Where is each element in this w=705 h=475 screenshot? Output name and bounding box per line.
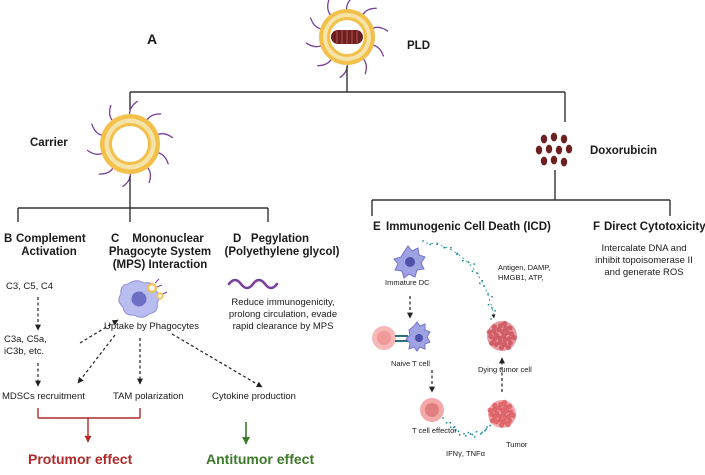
cytotox-title: Direct Cytotoxicity <box>604 221 705 233</box>
icd-letter: E <box>373 221 381 233</box>
t-cell-effector-label: T cell effector <box>412 426 457 435</box>
peg-chain-icon <box>227 278 279 290</box>
mdsc-recruitment-label: MDSCs recruitment <box>2 391 85 402</box>
phagocyte-cell-icon <box>118 278 168 318</box>
antigen-signal-dots <box>422 240 496 320</box>
uptake-label: Uptake by Phagocytes <box>104 321 200 332</box>
complement-factors: C3, C5, C4 <box>6 281 53 292</box>
top-bracket <box>129 66 566 122</box>
t-cell-effector-icon <box>420 398 444 422</box>
doxorubicin-bracket <box>371 170 671 216</box>
complement-letter: B <box>4 233 13 245</box>
complement-fragments-line-2: iC3b, etc. <box>4 346 45 357</box>
naive-t-cell-label: Naive T cell <box>391 359 430 368</box>
mps-title-line-1: Mononuclear <box>132 233 204 245</box>
protumor-bracket <box>37 408 141 443</box>
dying-tumor-cell-icon <box>486 320 517 351</box>
peg-title-line-2: (Polyethylene glycol) <box>224 246 340 258</box>
arrow-uptake-to-mdsc <box>77 334 116 384</box>
icd-title: Immunogenic Cell Death (ICD) <box>386 221 551 233</box>
tumor-icon <box>487 399 516 428</box>
cytotox-desc-line-1: Intercalate DNA and <box>601 243 687 254</box>
pld-liposome-icon <box>305 0 389 79</box>
cytokine-signal-dots <box>442 417 491 438</box>
mps-title-line-3: (MPS) Interaction <box>112 259 208 271</box>
peg-desc-line-1: Reduce immunogenicity, <box>231 297 335 308</box>
arrow-uptake-to-cytokine <box>171 333 263 388</box>
panel-letter: A <box>147 31 158 47</box>
peg-title-line-1: Pegylation <box>250 233 310 245</box>
peg-desc-line-3: rapid clearance by MPS <box>232 321 334 332</box>
naive-t-cell-icon <box>372 321 431 352</box>
antigen-signal-arrow <box>425 242 496 319</box>
antitumor-effect-label: Antitumor effect <box>206 451 315 467</box>
complement-title-line-2: Activation <box>21 246 77 258</box>
peg-desc-line-2: prolong circulation, evade <box>228 309 338 320</box>
doxorubicin-molecules-icon <box>535 132 573 167</box>
immature-dc-label: Immature DC <box>385 278 430 287</box>
cytotox-desc-line-3: and generate ROS <box>604 267 684 278</box>
complement-fragments-line-1: C3a, C5a, <box>4 334 47 345</box>
protumor-effect-label: Protumor effect <box>28 451 133 467</box>
ifn-tnf-label: IFNγ, TNFα <box>446 449 485 458</box>
pld-label: PLD <box>407 40 430 52</box>
cytokine-production-label: Cytokine production <box>212 391 296 402</box>
icd-signals-line-2: HMGB1, ATP, <box>498 273 544 282</box>
tam-polarization-label: TAM polarization <box>113 391 184 402</box>
drug-crystal-icon <box>331 30 363 44</box>
doxorubicin-label: Doxorubicin <box>590 145 658 157</box>
dying-tumor-cell-label: Dying tumor cell <box>478 365 532 374</box>
cytotox-desc-line-2: inhibit topoisomerase II <box>595 255 693 266</box>
mps-title-line-2: Phagocyte System <box>108 246 212 258</box>
arrow-fragments-to-uptake <box>79 319 119 344</box>
mps-letter: C <box>111 233 120 245</box>
cytotox-letter: F <box>593 221 601 233</box>
carrier-bracket <box>17 176 269 222</box>
complement-title-line-1: Complement <box>16 233 86 245</box>
icd-signals-line-1: Antigen, DAMP, <box>498 263 551 272</box>
peg-letter: D <box>233 233 242 245</box>
tumor-label: Tumor <box>506 440 528 449</box>
carrier-liposome-icon <box>86 100 174 188</box>
carrier-label: Carrier <box>30 137 68 149</box>
immature-dc-icon <box>393 245 426 279</box>
